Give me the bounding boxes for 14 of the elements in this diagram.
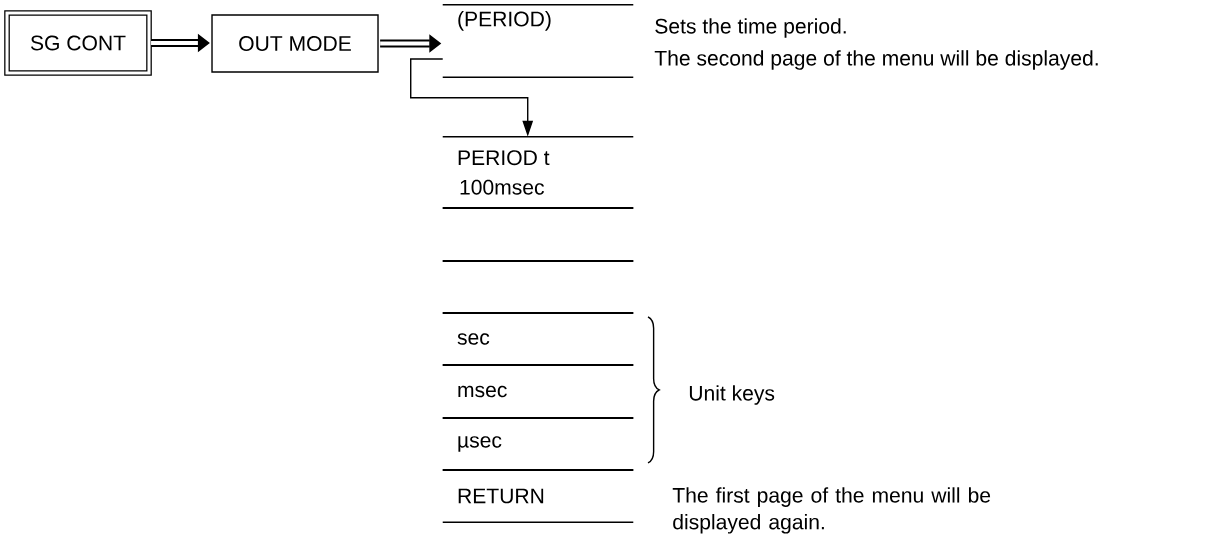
- empty-softkey: [442, 207, 634, 262]
- menu-key-box: OUT MODE: [211, 14, 379, 73]
- softkey: sec: [442, 312, 634, 366]
- empty-softkey: [442, 260, 634, 314]
- description-text: The first page of the menu will be displayed again.: [672, 487, 991, 534]
- description-text: Sets the time period.: [655, 18, 846, 38]
- description-text: The second page of the menu will be displayed.: [654, 50, 1098, 70]
- softkey: msec: [442, 364, 634, 419]
- brace-label: Unit keys: [689, 385, 775, 405]
- softkey: PERIOD t 100msec: [442, 136, 634, 209]
- softkey: µsec: [442, 417, 634, 471]
- softkey: RETURN: [442, 469, 634, 523]
- softkey: (PERIOD): [442, 4, 634, 78]
- menu-key-box: SG CONT: [4, 10, 152, 76]
